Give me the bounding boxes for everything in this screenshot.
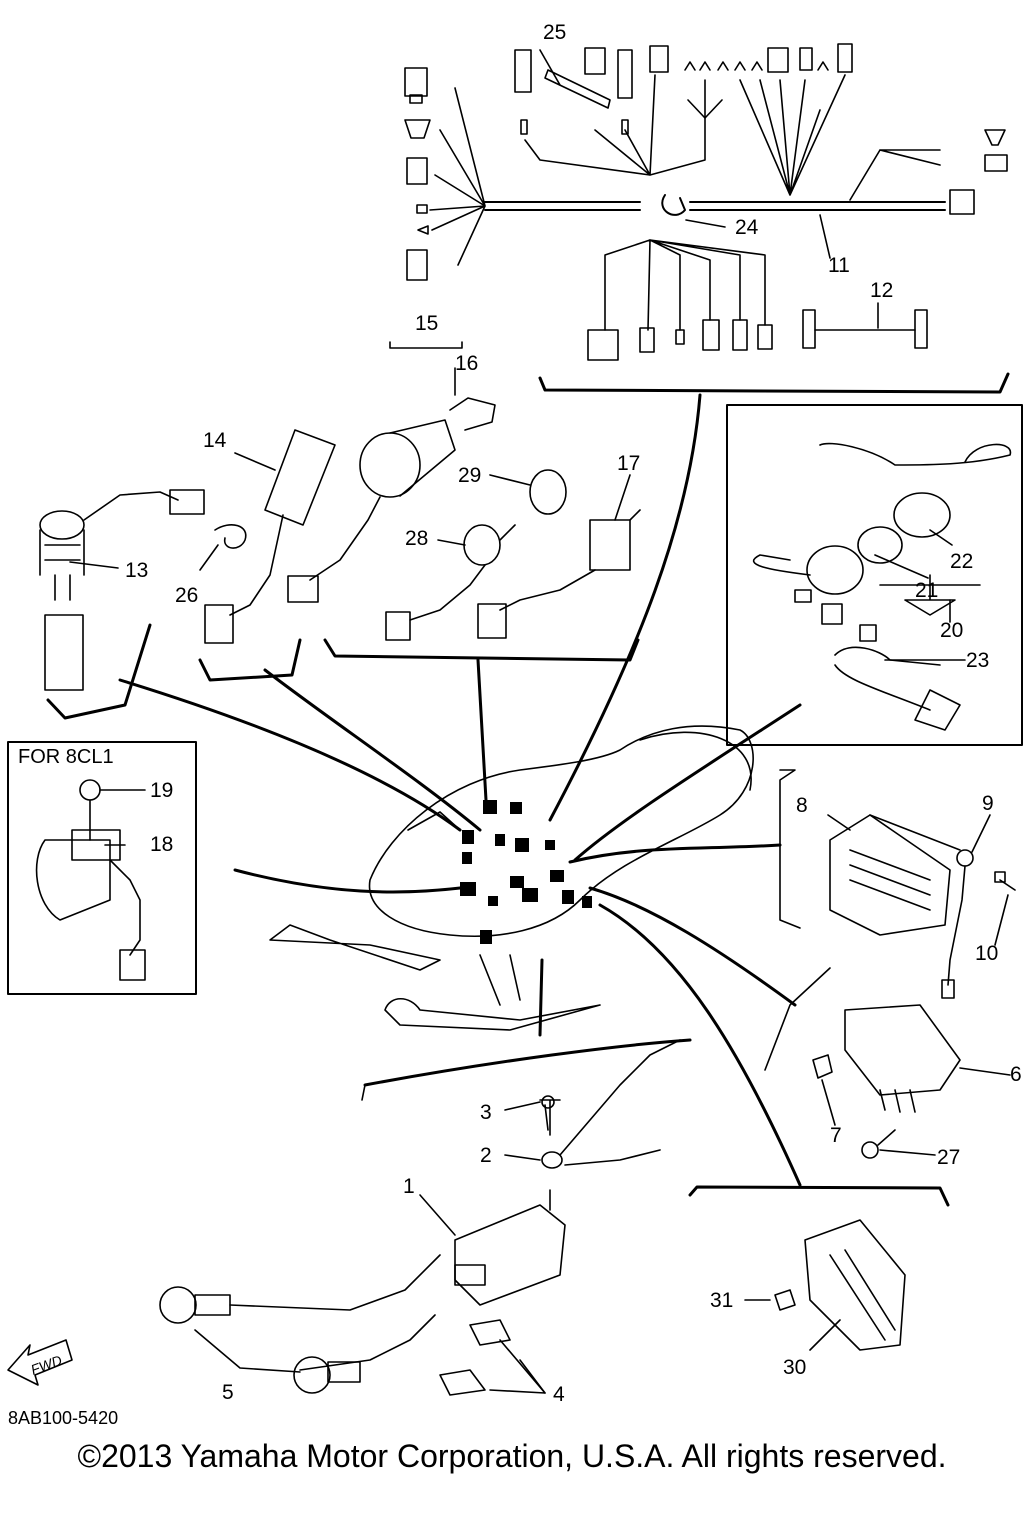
callout-27: 27: [937, 1146, 961, 1169]
switch-box-group: [726, 404, 1023, 746]
callout-7: 7: [830, 1124, 842, 1147]
callout-8: 8: [796, 794, 808, 817]
wire-harness-group: [404, 43, 1010, 394]
callout-30: 30: [783, 1356, 807, 1379]
callout-19: 19: [150, 779, 174, 802]
callout-13: 13: [125, 559, 149, 582]
part-14-group: [198, 429, 336, 682]
rectifier-group: [779, 769, 1016, 999]
callout-21: 21: [915, 579, 939, 602]
callout-3: 3: [480, 1101, 492, 1124]
callout-25: 25: [543, 21, 567, 44]
callout-5: 5: [222, 1381, 234, 1404]
callout-23: 23: [966, 649, 990, 672]
callout-11: 11: [828, 254, 850, 277]
callout-10: 10: [975, 942, 999, 965]
callout-29: 29: [458, 464, 482, 487]
callout-18: 18: [150, 833, 174, 856]
callout-31: 31: [710, 1289, 734, 1312]
callout-6: 6: [1010, 1063, 1022, 1086]
callout-4: 4: [553, 1383, 565, 1406]
callout-12: 12: [870, 279, 894, 302]
callout-15: 15: [415, 312, 439, 335]
callout-22: 22: [950, 550, 974, 573]
callout-26: 26: [175, 584, 199, 607]
part-13-group: [39, 489, 205, 720]
callout-16: 16: [455, 352, 479, 375]
callout-9: 9: [982, 792, 994, 815]
bolt-2-3-group: [419, 1101, 541, 1236]
callout-24: 24: [735, 216, 759, 239]
callout-17: 17: [617, 452, 641, 475]
diagram-code: 8AB100-5420: [8, 1408, 119, 1428]
variant-box-label: FOR 8CL1: [18, 746, 114, 768]
connector-cluster: [460, 800, 592, 944]
callout-1: 1: [403, 1175, 415, 1198]
ignition-coil-group: [159, 1038, 692, 1396]
leader-lines: [118, 393, 802, 1187]
regulator-group: [688, 1185, 950, 1351]
callout-20: 20: [940, 619, 964, 642]
fwd-arrow-label: FWD: [29, 1352, 64, 1378]
small-leaders: [69, 49, 1009, 1156]
callout-14: 14: [203, 429, 227, 452]
cdi-unit-group: [764, 967, 1011, 1159]
copyright-notice: ©2013 Yamaha Motor Corporation, U.S.A. A…: [77, 1438, 947, 1474]
callout-28: 28: [405, 527, 429, 550]
callout-2: 2: [480, 1144, 492, 1167]
switch-group: [287, 341, 641, 662]
fwd-arrow-icon: [7, 1339, 73, 1386]
